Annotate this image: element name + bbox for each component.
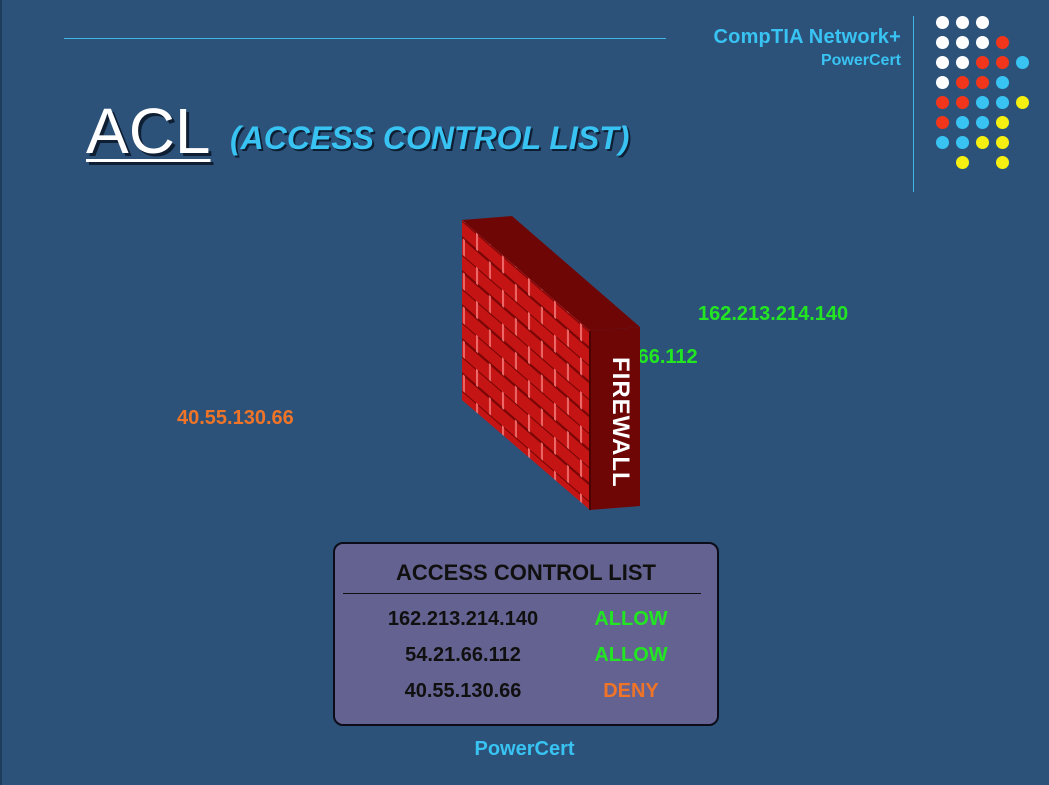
decorative-dot bbox=[936, 76, 949, 89]
decorative-dot bbox=[956, 136, 969, 149]
decorative-dot bbox=[956, 16, 969, 29]
decorative-dot bbox=[996, 76, 1009, 89]
decorative-dot bbox=[936, 96, 949, 109]
decorative-dot bbox=[996, 116, 1009, 129]
decorative-dot bbox=[1016, 56, 1029, 69]
firewall-label-text: FIREWALL bbox=[607, 356, 634, 488]
acl-row-ip: 40.55.130.66 bbox=[404, 680, 522, 702]
header-rule bbox=[64, 38, 666, 39]
acl-row-action: ALLOW bbox=[594, 608, 668, 630]
decorative-dot bbox=[976, 116, 989, 129]
decorative-dot bbox=[956, 56, 969, 69]
acl-row-ip: 162.213.214.140 bbox=[387, 608, 539, 630]
firewall-top-face bbox=[462, 216, 640, 331]
header-divider bbox=[913, 16, 914, 192]
acl-row-ip: 54.21.66.112 bbox=[405, 644, 521, 666]
acl-table: ACCESS CONTROL LIST 162.213.214.140 ALLO… bbox=[333, 542, 719, 726]
decorative-dot bbox=[996, 136, 1009, 149]
decorative-dot bbox=[936, 116, 949, 129]
acl-row: 40.55.130.66 DENY bbox=[335, 680, 717, 710]
decorative-dot bbox=[976, 56, 989, 69]
slide-title: ACL bbox=[86, 95, 211, 167]
decorative-dot bbox=[996, 96, 1009, 109]
slide-subtitle: (ACCESS CONTROL LIST) bbox=[230, 120, 630, 156]
decorative-dot-grid bbox=[936, 16, 1036, 176]
decorative-dot bbox=[976, 16, 989, 29]
acl-row: 54.21.66.112 ALLOW bbox=[335, 644, 717, 674]
decorative-dot bbox=[936, 56, 949, 69]
acl-row: 162.213.214.140 ALLOW bbox=[335, 608, 717, 638]
decorative-dot bbox=[956, 76, 969, 89]
decorative-dot bbox=[956, 36, 969, 49]
decorative-dot bbox=[956, 116, 969, 129]
acl-table-divider bbox=[343, 593, 701, 594]
acl-row-action: ALLOW bbox=[594, 644, 668, 666]
decorative-dot bbox=[976, 96, 989, 109]
acl-table-title: ACCESS CONTROL LIST bbox=[396, 560, 656, 585]
decorative-dot bbox=[976, 136, 989, 149]
decorative-dot bbox=[976, 76, 989, 89]
decorative-dot bbox=[936, 136, 949, 149]
ip-label-40-55-130-66: 40.55.130.66 bbox=[177, 407, 294, 429]
decorative-dot bbox=[956, 156, 969, 169]
decorative-dot bbox=[1016, 96, 1029, 109]
footer-brand: PowerCert bbox=[474, 738, 575, 760]
decorative-dot bbox=[936, 36, 949, 49]
decorative-dot bbox=[956, 96, 969, 109]
decorative-dot bbox=[936, 16, 949, 29]
decorative-dot bbox=[996, 36, 1009, 49]
brand-title: CompTIA Network+ bbox=[713, 26, 901, 48]
decorative-dot bbox=[996, 156, 1009, 169]
acl-row-action: DENY bbox=[603, 680, 659, 702]
firewall-icon bbox=[462, 216, 640, 510]
firewall-front-face bbox=[462, 220, 590, 510]
decorative-dot bbox=[976, 36, 989, 49]
firewall-label: FIREWALL bbox=[600, 352, 640, 492]
ip-label-162-213-214-140: 162.213.214.140 bbox=[698, 303, 849, 325]
decorative-dot bbox=[996, 56, 1009, 69]
firewall-side-face bbox=[590, 327, 640, 510]
brand-subtitle: PowerCert bbox=[820, 52, 901, 69]
